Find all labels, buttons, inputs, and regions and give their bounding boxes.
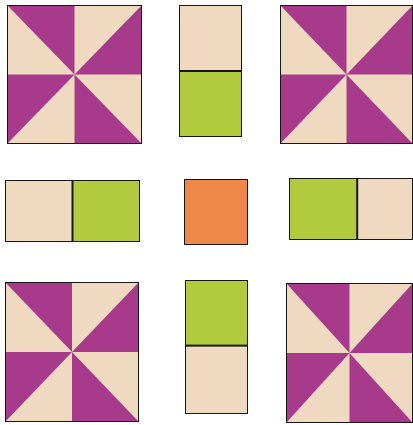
pinwheel-block-bottom-left <box>5 282 139 422</box>
two-patch-block-middle-right <box>289 178 413 240</box>
pinwheel-block-bottom-right <box>286 283 413 423</box>
two-patch-block-middle-left <box>5 180 140 242</box>
orange-square-block-center <box>184 179 248 245</box>
pinwheel-block-top-right <box>280 5 413 144</box>
two-patch-block-top-center <box>179 5 242 137</box>
two-patch-block-bottom-center <box>185 280 248 414</box>
pinwheel-block-top-left <box>7 5 142 144</box>
